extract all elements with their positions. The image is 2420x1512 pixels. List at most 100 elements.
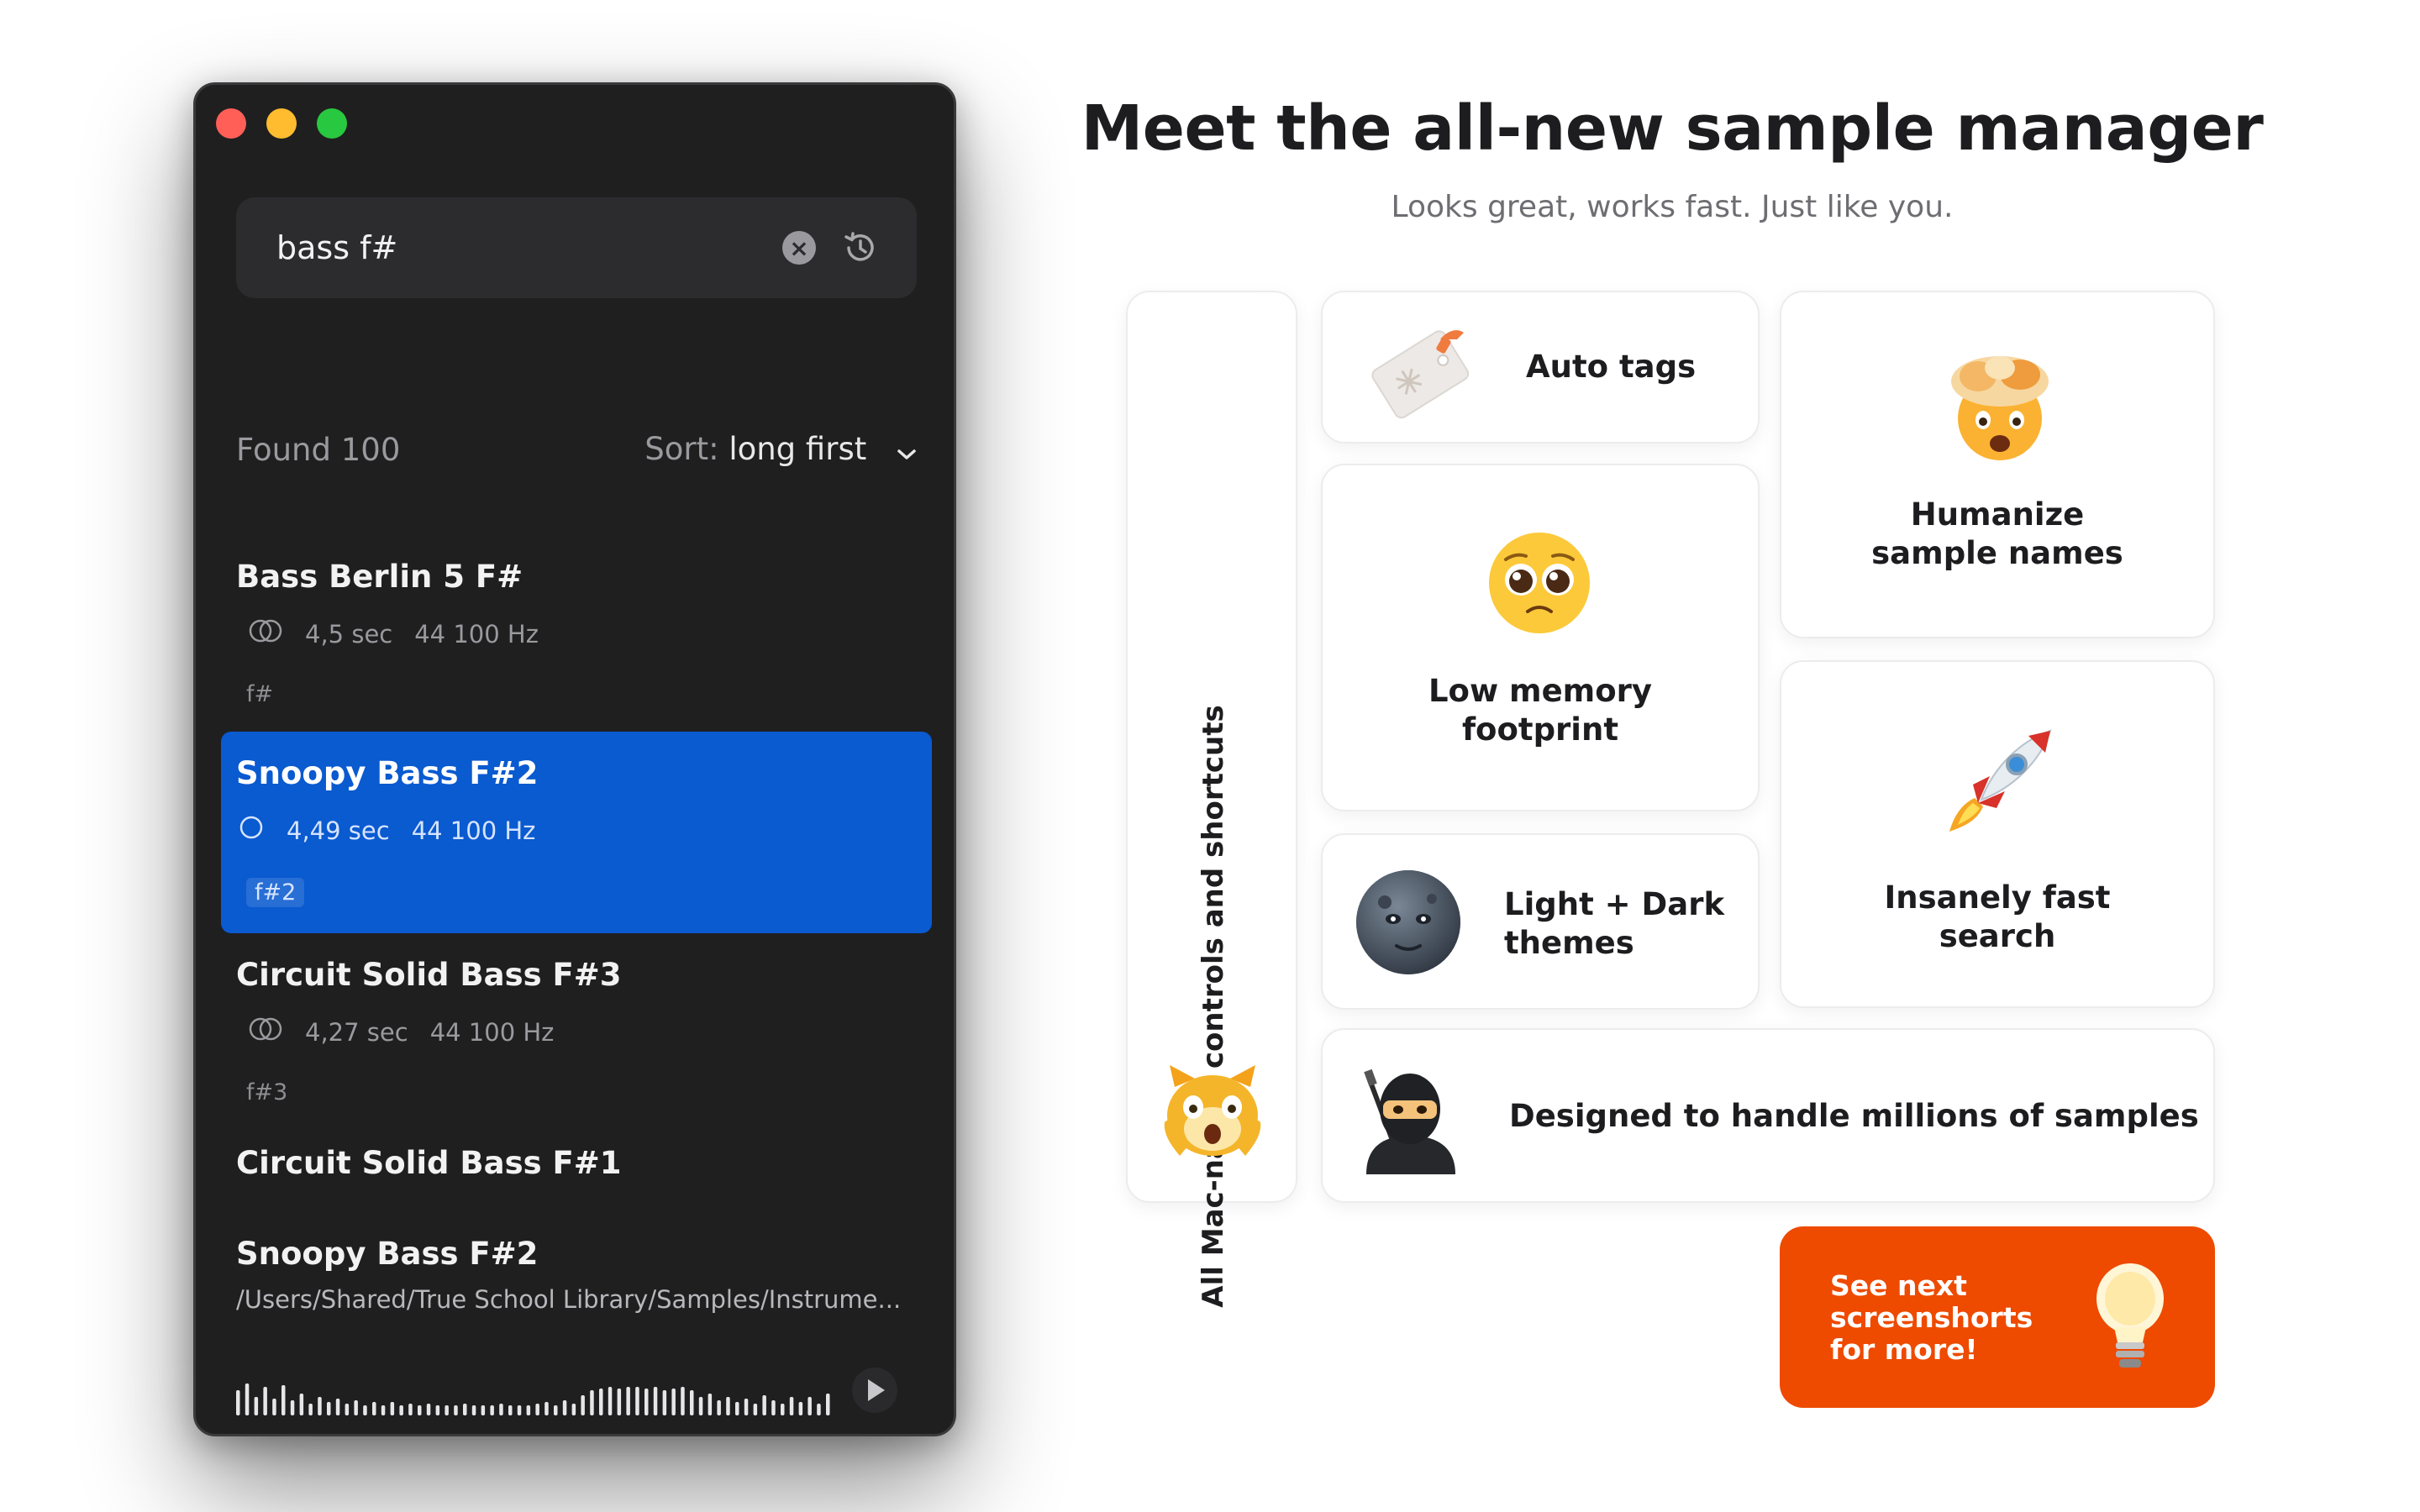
minimize-window-button[interactable] [266, 108, 297, 139]
waveform-bar [644, 1389, 649, 1415]
feature-label: themes [1504, 925, 1634, 961]
waveform-bar [826, 1394, 830, 1415]
waveform-bar [399, 1405, 403, 1415]
clear-search-icon[interactable]: × [782, 231, 816, 265]
waveform-bar [562, 1400, 567, 1415]
history-icon[interactable] [841, 228, 880, 267]
waveform-bar [263, 1387, 267, 1415]
item-tag: f# [246, 681, 274, 707]
tag-icon [1360, 314, 1477, 430]
waveform-bar [463, 1404, 467, 1415]
waveform-bar [390, 1402, 395, 1415]
waveform-bar [744, 1399, 749, 1415]
waveform-bar [327, 1402, 331, 1415]
waveform-bar [735, 1402, 739, 1415]
waveform[interactable] [236, 1378, 841, 1432]
cta-line: See next [1830, 1269, 1967, 1302]
waveform-bar [653, 1387, 658, 1415]
item-sample-rate: 44 100 Hz [411, 816, 536, 845]
waveform-bar [789, 1397, 794, 1415]
waveform-bar [508, 1405, 513, 1415]
waveform-bar [272, 1399, 276, 1415]
waveform-bar [345, 1404, 350, 1415]
waveform-bar [435, 1405, 440, 1415]
waveform-bar [681, 1387, 685, 1415]
feature-label: Light + Dark [1504, 886, 1725, 922]
chevron-down-icon [897, 433, 917, 469]
waveform-bar [544, 1402, 549, 1415]
item-title: Bass Berlin 5 F# [236, 559, 523, 595]
waveform-bar [363, 1405, 367, 1415]
search-input[interactable]: bass f# [276, 229, 398, 266]
list-item-selected[interactable]: Snoopy Bass F#2 4,49 sec 44 100 Hz f#2 [221, 732, 932, 933]
cta-line: screenshorts [1830, 1301, 2033, 1334]
waveform-bar [308, 1404, 313, 1415]
waveform-bar [454, 1405, 458, 1415]
ninja-emoji-icon [1356, 1065, 1465, 1178]
item-title: Circuit Solid Bass F#3 [236, 957, 622, 993]
cat-emoji-icon [1158, 1062, 1267, 1166]
waveform-bar [445, 1405, 449, 1415]
waveform-bar [372, 1402, 376, 1415]
waveform-bar [426, 1404, 431, 1415]
zoom-window-button[interactable] [317, 108, 347, 139]
waveform-bar [335, 1399, 340, 1415]
item-title: Circuit Solid Bass F#1 [236, 1145, 622, 1181]
feature-label: All Mac-native controls and shortcuts [1197, 705, 1230, 1308]
feature-label: Low memory [1428, 673, 1653, 709]
sort-dropdown[interactable]: Sort: long first [644, 431, 917, 469]
see-more-cta[interactable]: See next screenshorts for more! [1780, 1226, 2215, 1408]
waveform-bar [299, 1394, 304, 1415]
waveform-bar [708, 1394, 713, 1415]
feature-card-low-memory: Low memory footprint [1321, 464, 1760, 811]
lightbulb-emoji-icon [2092, 1262, 2168, 1374]
waveform-bar [290, 1400, 295, 1415]
close-window-button[interactable] [216, 108, 246, 139]
feature-label: search [1939, 918, 2056, 954]
waveform-bar [808, 1397, 812, 1415]
feature-label: Insanely fast [1884, 879, 2111, 916]
waveform-bar [471, 1405, 476, 1415]
list-item[interactable]: Circuit Solid Bass F#3 4,27 sec 44 100 H… [221, 933, 932, 1135]
waveform-bar [617, 1389, 622, 1415]
waveform-bar [418, 1405, 422, 1415]
waveform-bar [717, 1400, 721, 1415]
waveform-bar [354, 1400, 358, 1415]
item-path: /Users/Shared/True School Library/Sample… [236, 1285, 902, 1314]
item-sample-rate: 44 100 Hz [429, 1017, 555, 1047]
mono-icon [238, 815, 266, 846]
waveform-bar [762, 1395, 766, 1415]
waveform-bar [671, 1389, 676, 1415]
waveform-bar [526, 1405, 531, 1415]
item-tag: f#2 [246, 878, 305, 907]
item-duration: 4,5 sec [305, 619, 393, 648]
feature-card-humanize: Humanize sample names [1780, 291, 2215, 638]
waveform-bar [753, 1404, 758, 1415]
feature-card-themes: Light + Dark themes [1321, 833, 1760, 1010]
item-duration: 4,27 sec [305, 1017, 408, 1047]
moon-face-emoji-icon [1355, 869, 1462, 979]
waveform-bar [481, 1405, 486, 1415]
rocket-emoji-icon [1944, 726, 2055, 840]
waveform-bar [281, 1385, 286, 1415]
feature-card-auto-tags: Auto tags [1321, 291, 1760, 444]
search-field[interactable]: bass f# × [236, 197, 917, 298]
waveform-bar [662, 1390, 667, 1415]
waveform-bar [245, 1383, 250, 1415]
waveform-bar [626, 1387, 630, 1415]
results-list: Bass Berlin 5 F# 4,5 sec 44 100 Hz f# Sn… [221, 530, 932, 1314]
results-meta: Found 100 Sort: long first [236, 431, 917, 469]
traffic-lights [216, 108, 347, 139]
feature-card-fast-search: Insanely fast search [1780, 660, 2215, 1008]
list-item[interactable]: Circuit Solid Bass F#1 [221, 1135, 932, 1224]
waveform-bar [318, 1397, 322, 1415]
item-tag: f#3 [246, 1079, 288, 1105]
list-item[interactable]: Snoopy Bass F#2 /Users/Shared/True Schoo… [221, 1224, 932, 1314]
waveform-bar [771, 1400, 776, 1415]
cta-line: for more! [1830, 1333, 1978, 1366]
list-item[interactable]: Bass Berlin 5 F# 4,5 sec 44 100 Hz f# [221, 530, 932, 732]
play-icon[interactable] [851, 1367, 898, 1417]
item-title: Snoopy Bass F#2 [236, 755, 539, 791]
feature-card-millions: Designed to handle millions of samples [1321, 1028, 2215, 1203]
waveform-bar [608, 1387, 613, 1415]
